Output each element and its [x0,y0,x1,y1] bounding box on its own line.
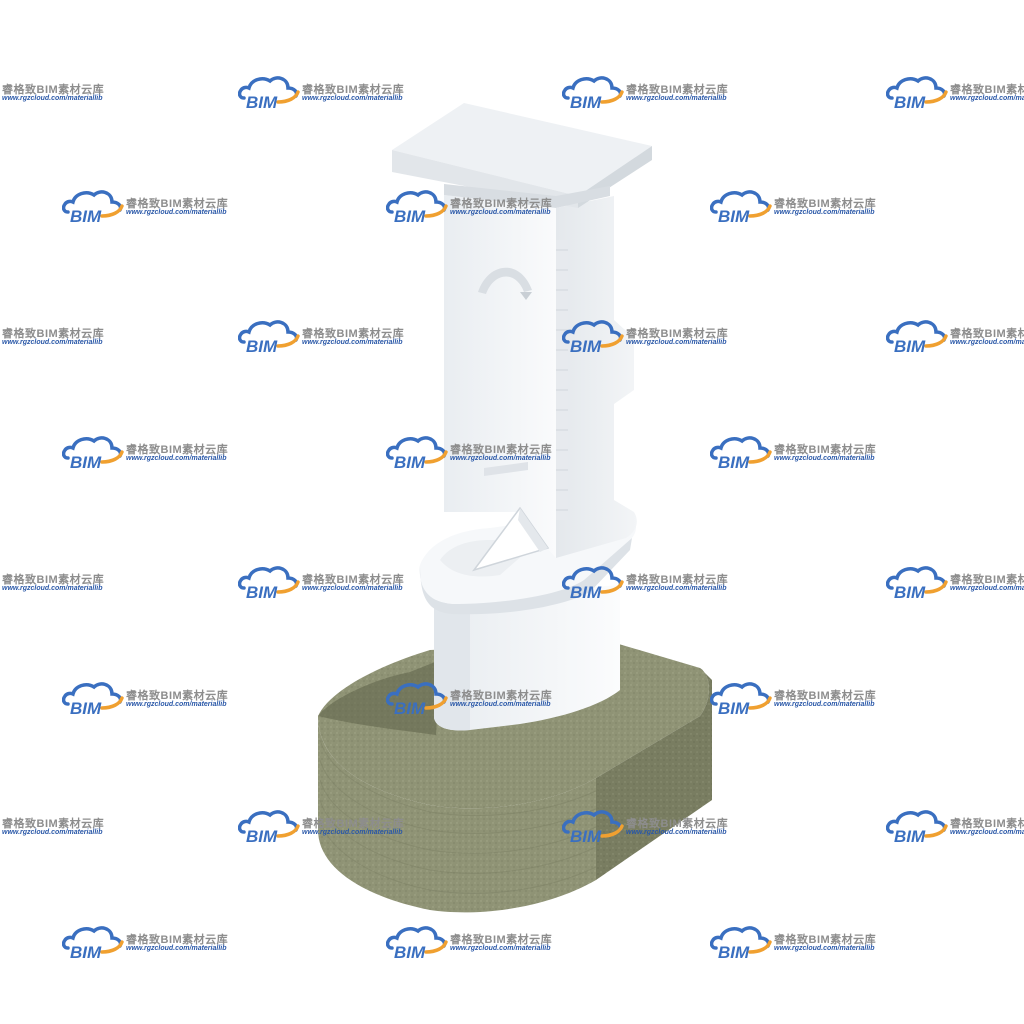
top-cap [392,103,652,208]
upper-body [444,195,637,572]
